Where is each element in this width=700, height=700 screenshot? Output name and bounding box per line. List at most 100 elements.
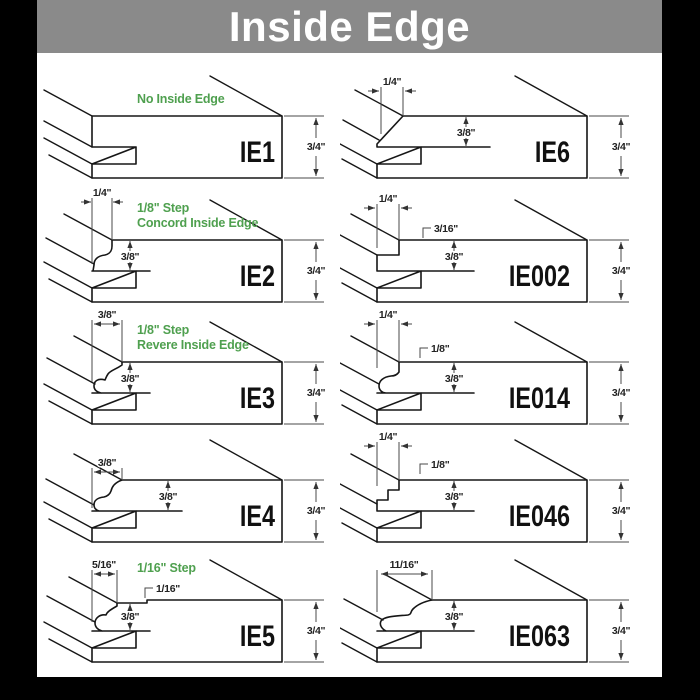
- dimension-top: 1/4": [364, 430, 412, 486]
- profile-label: IE2: [240, 259, 275, 292]
- dimension-inner: 3/8": [443, 601, 465, 630]
- profile-IE4-diagram: 3/8" 3/8" 3/4" IE4: [37, 428, 340, 559]
- dimension-inner: 3/8": [455, 117, 477, 146]
- dimension-top: 3/8": [91, 456, 123, 508]
- dim-inner-label: 3/8": [159, 491, 178, 503]
- dim-right-label: 3/4": [612, 625, 631, 637]
- profile-IE002-diagram: 1/4" 3/16" 3/8" 3/4" IE002: [339, 188, 662, 319]
- note-line: 1/16" Step: [137, 561, 196, 575]
- profile-drawing: [339, 199, 588, 303]
- dim-bracket-label: 1/8": [431, 459, 450, 471]
- dimension-right: 3/4": [284, 361, 327, 425]
- dimension-right: 3/4": [284, 479, 327, 543]
- dimension-bracket: 1/16": [144, 582, 182, 598]
- dim-top-label: 5/16": [92, 559, 116, 571]
- dimension-top: 1/4": [81, 186, 123, 264]
- profile-label: IE063: [509, 619, 570, 652]
- profile-IE1-diagram: 3/4" No Inside Edge IE1: [37, 64, 340, 195]
- dimension-top: 5/16": [91, 558, 118, 622]
- dim-top-label: 1/4": [379, 310, 398, 321]
- dim-inner-label: 3/8": [121, 251, 140, 263]
- dim-top-label: 3/8": [98, 310, 117, 321]
- dimension-right: 3/4": [589, 239, 632, 303]
- dim-top-label: 3/8": [98, 457, 117, 469]
- profile-IE014-diagram: 1/4" 1/8" 3/8" 3/4" IE014: [339, 308, 662, 441]
- dimension-inner: 3/8": [157, 481, 179, 510]
- dim-inner-label: 3/8": [445, 611, 464, 623]
- dimension-inner: 3/8": [119, 604, 141, 630]
- dimension-top: 1/4": [364, 308, 412, 368]
- page-title: Inside Edge: [228, 2, 471, 50]
- dim-top-label: 1/4": [93, 188, 112, 199]
- note-line: 1/8" Step: [137, 201, 190, 215]
- dimension-top: 1/4": [364, 192, 412, 248]
- dimension-bracket: 3/16": [422, 222, 460, 238]
- profile-label: IE3: [240, 381, 275, 414]
- profile-drawing: [339, 559, 588, 663]
- dim-right-label: 3/4": [307, 141, 326, 153]
- dim-inner-label: 3/8": [457, 127, 476, 139]
- dim-right-label: 3/4": [307, 505, 326, 517]
- dimension-right: 3/4": [589, 361, 632, 425]
- profile-drawing: [43, 75, 283, 179]
- profile-IE046-diagram: 1/4" 1/8" 3/8" 3/4" IE046: [339, 428, 662, 559]
- dimension-right: 3/4": [589, 479, 632, 543]
- profile-label: IE5: [240, 619, 275, 652]
- dim-top-label: 11/16": [390, 559, 419, 571]
- dimension-right: 3/4": [589, 115, 632, 179]
- dim-top-label: 1/4": [379, 431, 398, 443]
- dim-bracket-label: 1/16": [156, 583, 180, 595]
- dim-right-label: 3/4": [612, 387, 631, 399]
- dimension-inner: 3/8": [443, 481, 465, 510]
- profile-drawing: [43, 321, 283, 425]
- profile-IE2-diagram: 1/4" 3/8" 3/4" 1/8" Step Concord Inside …: [37, 186, 340, 319]
- profile-drawing: [43, 559, 283, 663]
- dimension-right: 3/4": [284, 599, 327, 663]
- dim-right-label: 3/4": [307, 625, 326, 637]
- dim-bracket-label: 1/8": [431, 343, 450, 355]
- dim-inner-label: 3/8": [445, 373, 464, 385]
- profile-label: IE4: [240, 499, 275, 532]
- dimension-inner: 3/8": [443, 241, 465, 270]
- dim-right-label: 3/4": [612, 265, 631, 277]
- diagram-sheet: 3/4" No Inside Edge IE1 1/4": [37, 53, 662, 677]
- dimension-inner: 3/8": [119, 241, 141, 270]
- dim-top-label: 1/4": [383, 76, 402, 88]
- dimension-top: 1/4": [368, 75, 416, 134]
- dim-bracket-label: 3/16": [434, 223, 458, 235]
- note-line: Concord Inside Edge: [137, 216, 258, 230]
- dimension-right: 3/4": [284, 115, 327, 179]
- dim-right-label: 3/4": [307, 387, 326, 399]
- dim-inner-label: 3/8": [445, 251, 464, 263]
- note-line: No Inside Edge: [137, 92, 225, 106]
- profile-label: IE046: [509, 499, 570, 532]
- dimension-top: 3/8": [91, 308, 123, 382]
- dim-right-label: 3/4": [307, 265, 326, 277]
- profile-drawing: [339, 321, 588, 425]
- profile-IE063-diagram: 11/16" 3/8" 3/4" IE063: [339, 548, 662, 679]
- dim-right-label: 3/4": [612, 505, 631, 517]
- dim-top-label: 1/4": [379, 193, 398, 205]
- dimension-bracket: 1/8": [419, 458, 451, 474]
- profile-label: IE1: [240, 135, 275, 168]
- profile-label: IE6: [535, 135, 570, 168]
- dim-right-label: 3/4": [612, 141, 631, 153]
- dimension-bracket: 1/8": [419, 342, 451, 358]
- header-banner: Inside Edge: [37, 0, 662, 53]
- dim-inner-label: 3/8": [121, 373, 140, 385]
- profile-drawing: [43, 199, 283, 303]
- profile-IE5-diagram: 5/16" 1/16" 3/8" 3/4" 1/16" Step: [37, 548, 340, 679]
- dimension-inner: 3/8": [443, 363, 465, 392]
- profile-label: IE002: [509, 259, 570, 292]
- dim-inner-label: 3/8": [121, 611, 140, 623]
- dimension-top: 11/16": [376, 558, 433, 612]
- dimension-inner: 3/8": [119, 363, 141, 392]
- profile-drawing: [339, 439, 588, 543]
- dim-inner-label: 3/8": [445, 491, 464, 503]
- note-line: Revere Inside Edge: [137, 338, 249, 352]
- profile-IE3-diagram: 3/8" 3/8" 3/4" 1/8" Step Revere Inside E…: [37, 308, 340, 441]
- profile-drawing: [339, 75, 588, 179]
- dimension-right: 3/4": [284, 239, 327, 303]
- dimension-right: 3/4": [589, 599, 632, 663]
